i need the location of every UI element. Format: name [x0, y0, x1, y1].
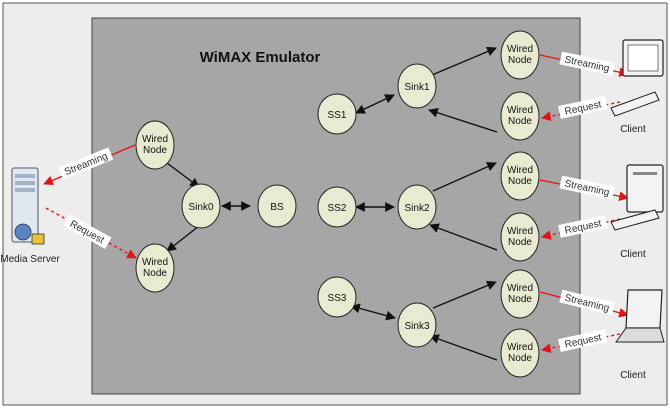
edge-wired2b-to-sink2: [429, 223, 498, 251]
sink1-label: Sink1: [404, 82, 429, 93]
client-caption-1: Client: [620, 124, 646, 135]
request-arrow-r1: [541, 101, 621, 122]
ss1-label: SS1: [328, 110, 347, 121]
ss3-node: SS3: [317, 276, 357, 318]
bs-label: BS: [270, 202, 284, 213]
edge-sink3-to-wired3a: [432, 280, 497, 309]
edge-ss1-sink1: [355, 94, 395, 114]
request-arrow-r2: [541, 218, 621, 240]
sink3-label: Sink3: [404, 321, 429, 332]
sink3-node: Sink3: [397, 302, 437, 348]
edge-wired-top-to-sink0: [166, 162, 200, 188]
client-tower-icon-2: [610, 164, 664, 231]
bs-node: BS: [257, 184, 297, 228]
edge-ss3-sink3: [350, 303, 396, 321]
client-caption-2: Client: [620, 249, 646, 260]
request-arrow-r3: [541, 333, 621, 354]
flow-arrows: [43, 54, 629, 354]
edge-sink1-to-wired1a: [431, 46, 497, 76]
emulator-title: WiMAX Emulator: [200, 49, 321, 66]
media-server-icon: [11, 167, 45, 245]
ss2-node: SS2: [317, 186, 357, 228]
ss1-node: SS1: [317, 93, 357, 135]
media-server-caption: Media Server: [0, 254, 60, 265]
edges: [166, 46, 498, 361]
edge-wired1b-to-sink1: [428, 108, 498, 133]
request-arrow-left: [45, 207, 137, 259]
sink2-label: Sink2: [404, 203, 429, 214]
ss3-label: SS3: [328, 293, 347, 304]
sink0-node: Sink0: [181, 183, 221, 229]
client-caption-3: Client: [620, 370, 646, 381]
sink2-node: Sink2: [397, 184, 437, 230]
sink0-label: Sink0: [188, 202, 213, 213]
ss2-label: SS2: [328, 203, 347, 214]
sink1-node: Sink1: [397, 63, 437, 109]
edge-wired3b-to-sink3: [429, 334, 498, 361]
client-laptop-icon-3: [615, 289, 665, 343]
edge-sink2-to-wired2a: [432, 162, 497, 192]
client-monitor-icon-1: [610, 39, 664, 117]
edge-sink0-to-wired-bottom: [166, 225, 200, 252]
